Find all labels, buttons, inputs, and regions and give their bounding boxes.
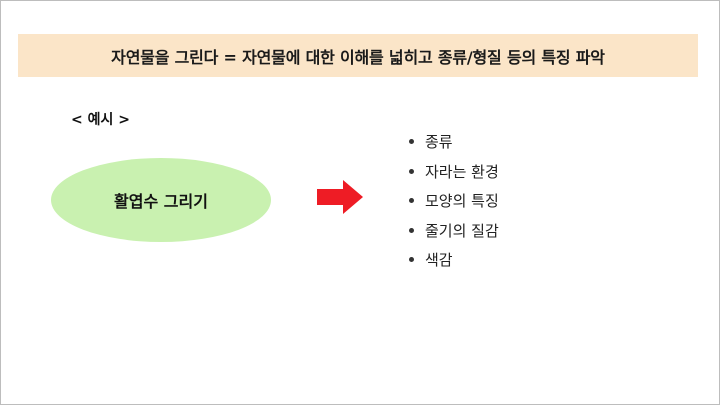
bullet-icon — [409, 168, 414, 174]
list-item-label: 종류 — [425, 133, 453, 152]
list-item-label: 색감 — [425, 251, 453, 270]
bullet-icon — [409, 227, 414, 233]
list-item-label: 자라는 환경 — [425, 162, 499, 181]
page-title: 자연물을 그린다 = 자연물에 대한 이해를 넓히고 종류/형질 등의 특징 파… — [111, 47, 605, 67]
topic-ellipse: 활엽수 그리기 — [51, 158, 271, 242]
arrow-shape — [317, 180, 363, 214]
list-item: 종류 — [409, 127, 499, 157]
bullet-icon — [409, 257, 414, 263]
list-item: 색감 — [409, 245, 499, 275]
list-item: 줄기의 질감 — [409, 216, 499, 246]
bullet-icon — [409, 139, 414, 145]
list-item-label: 줄기의 질감 — [425, 221, 499, 240]
list-item: 자라는 환경 — [409, 157, 499, 187]
right-arrow-icon — [317, 180, 363, 214]
topic-label: 활엽수 그리기 — [114, 192, 208, 211]
list-item-label: 모양의 특징 — [425, 192, 499, 211]
list-item: 모양의 특징 — [409, 186, 499, 216]
example-label: < 예시 > — [71, 112, 130, 128]
bullet-icon — [409, 198, 414, 204]
feature-list: 종류 자라는 환경 모양의 특징 줄기의 질감 색감 — [409, 127, 499, 275]
title-bar: 자연물을 그린다 = 자연물에 대한 이해를 넓히고 종류/형질 등의 특징 파… — [18, 34, 698, 77]
